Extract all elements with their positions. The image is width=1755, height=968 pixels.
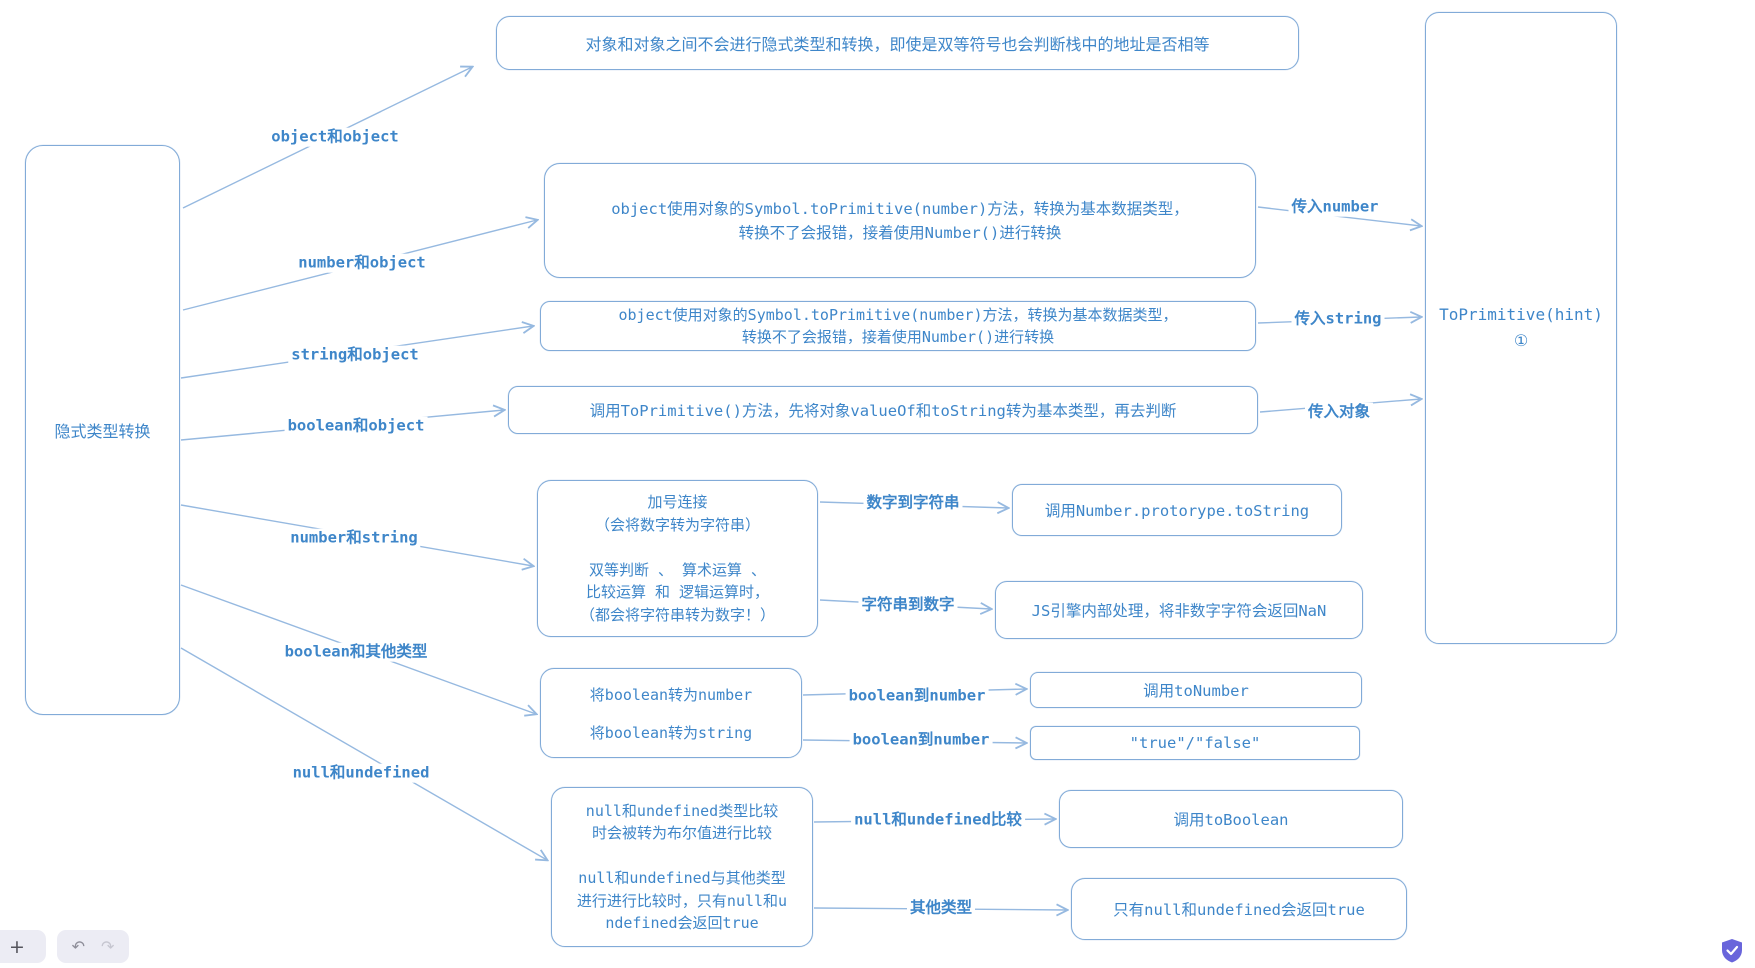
node-text-line: ToPrimitive(hint) (1439, 305, 1603, 324)
edge-label-pass-string[interactable]: 传入string (1291, 309, 1385, 329)
connector-root-null-undefined (180, 647, 547, 860)
node-text-line: 时会被转为布尔值进行比较 (591, 824, 772, 842)
node-object-object-note[interactable]: 对象和对象之间不会进行隐式类型和转换，即使是双等符号也会判断栈中的地址是否相等 (496, 16, 1299, 70)
node-text-line: ndefined会返回true (605, 914, 759, 932)
node-text: 调用toNumber (1143, 682, 1249, 700)
node-text-line: 将boolean转为number (589, 685, 753, 704)
branch-label-boolean-other[interactable]: boolean和其他类型 (281, 642, 431, 662)
node-text-line: 转换不了会报错，接着使用Number()进行转换 (741, 328, 1055, 346)
shield-check-icon[interactable] (1721, 938, 1743, 963)
node-text-line: （都会将字符串转为数字！） (579, 605, 775, 624)
node-boolean-object-rule[interactable]: 调用ToPrimitive()方法，先将对象valueOf和toString转为… (508, 386, 1258, 434)
undo-redo-group[interactable]: ↶ ↷ (57, 930, 129, 963)
node-text: 对象和对象之间不会进行隐式类型和转换，即使是双等符号也会判断栈中的地址是否相等 (585, 35, 1210, 54)
node-text: 调用ToPrimitive()方法，先将对象valueOf和toString转为… (589, 402, 1177, 420)
circled-one-marker: ① (1513, 331, 1529, 350)
node-number-object-rule[interactable]: object使用对象的Symbol.toPrimitive(number)方法，… (544, 163, 1256, 278)
branch-label-null-undefined[interactable]: null和undefined (289, 763, 433, 783)
undo-icon[interactable]: ↶ (71, 937, 85, 956)
node-text-line: null和undefined类型比较 (585, 801, 779, 820)
edge-label-boolean-to-number-1[interactable]: boolean到number (845, 686, 989, 706)
node-text-line: 转换不了会报错，接着使用Number()进行转换 (738, 223, 1062, 242)
node-toprimitive-hint[interactable]: ToPrimitive(hint) ① (1425, 12, 1617, 644)
branch-label-number-object[interactable]: number和object (295, 253, 429, 273)
node-string-object-rule[interactable]: object使用对象的Symbol.toPrimitive(number)方法，… (540, 301, 1256, 351)
node-true-false[interactable]: "true"/"false" (1030, 726, 1360, 760)
node-js-engine-nan[interactable]: JS引擎内部处理，将非数字字符会返回NaN (995, 581, 1363, 639)
node-text-line: （会将数字转为字符串） (594, 515, 760, 534)
edge-label-string-to-number[interactable]: 字符串到数字 (858, 595, 958, 615)
branch-label-string-object[interactable]: string和object (288, 345, 422, 365)
node-text: 只有null和undefined会返回true (1113, 901, 1365, 919)
node-text-line: null和undefined与其他类型 (578, 869, 786, 887)
node-text-line: 进行进行比较时，只有null和u (576, 891, 788, 910)
node-text-line: 加号连接 (647, 493, 708, 511)
redo-icon[interactable]: ↷ (101, 937, 115, 956)
node-text: "true"/"false" (1129, 734, 1261, 752)
edge-label-pass-object[interactable]: 传入对象 (1304, 402, 1374, 422)
node-number-string-rule[interactable]: 加号连接 （会将数字转为字符串） 双等判断 、 算术运算 、 比较运算 和 逻辑… (537, 480, 818, 637)
node-text: 调用Number.protorype.toString (1044, 502, 1310, 520)
branch-label-object-object[interactable]: object和object (268, 127, 402, 147)
edge-label-null-undefined-compare[interactable]: null和undefined比较 (851, 810, 1025, 830)
edge-label-other-types[interactable]: 其他类型 (906, 898, 976, 918)
node-boolean-rule[interactable]: 将boolean转为number 将boolean转为string (540, 668, 802, 758)
node-only-null-undefined-true[interactable]: 只有null和undefined会返回true (1071, 878, 1407, 940)
node-text-line (673, 536, 682, 559)
node-call-tonumber[interactable]: 调用toNumber (1030, 672, 1362, 708)
branch-label-number-string[interactable]: number和string (287, 528, 421, 548)
node-text: JS引擎内部处理，将非数字字符会返回NaN (1031, 602, 1327, 620)
branch-label-boolean-object[interactable]: boolean和object (284, 416, 428, 436)
node-text-line (677, 845, 686, 868)
zoom-in-button[interactable]: + (0, 930, 46, 963)
node-label: 隐式类型转换 (54, 422, 151, 441)
edge-label-pass-number[interactable]: 传入number (1288, 197, 1382, 217)
node-text-line: object使用对象的Symbol.toPrimitive(number)方法，… (611, 199, 1189, 218)
node-text-line: 比较运算 和 逻辑运算时， (585, 583, 770, 601)
edge-label-number-to-string[interactable]: 数字到字符串 (863, 493, 963, 513)
node-call-tostring[interactable]: 调用Number.protorype.toString (1012, 484, 1342, 536)
node-null-undefined-rule[interactable]: null和undefined类型比较 时会被转为布尔值进行比较 null和und… (551, 787, 813, 947)
node-implicit-conversion[interactable]: 隐式类型转换 (25, 145, 180, 715)
plus-icon: + (9, 935, 25, 958)
node-text-line: object使用对象的Symbol.toPrimitive(number)方法，… (618, 306, 1178, 324)
node-text-line: 双等判断 、 算术运算 、 (588, 560, 767, 579)
node-text: 调用toBoolean (1173, 811, 1289, 829)
node-text-line: 将boolean转为string (589, 723, 753, 742)
edge-label-boolean-to-number-2[interactable]: boolean到number (849, 730, 993, 750)
node-call-toboolean[interactable]: 调用toBoolean (1059, 790, 1403, 848)
